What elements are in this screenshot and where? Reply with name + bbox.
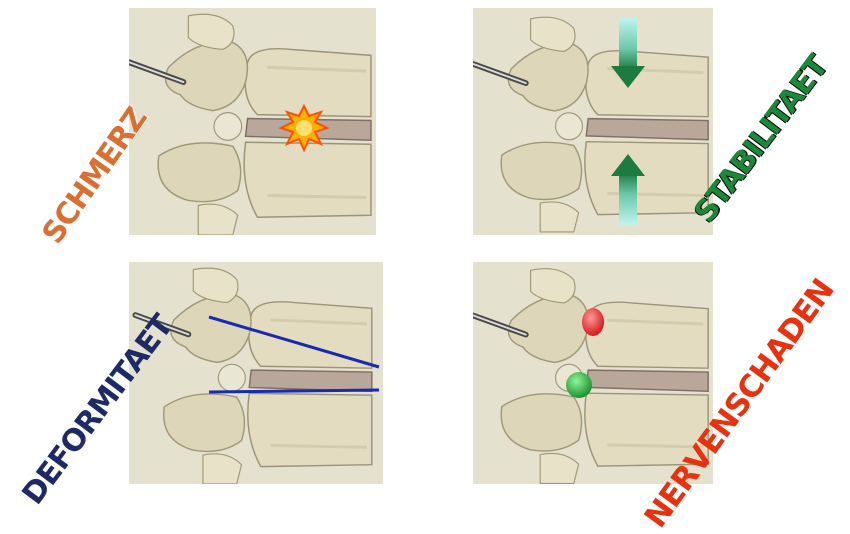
- spine-illustration: [129, 8, 376, 235]
- spine-illustration: [473, 262, 713, 484]
- pain-burst-icon: [281, 106, 327, 150]
- spine-illustration: [473, 8, 713, 235]
- panel-schmerz: [129, 8, 376, 235]
- panel-nervenschaden: [473, 262, 713, 484]
- panel-stabilitaet: [473, 8, 713, 235]
- nerve-damage-dot-icon: [582, 308, 604, 336]
- spine-illustration: [129, 262, 383, 484]
- panel-deformitaet: [129, 262, 383, 484]
- healthy-nerve-dot-icon: [566, 372, 592, 398]
